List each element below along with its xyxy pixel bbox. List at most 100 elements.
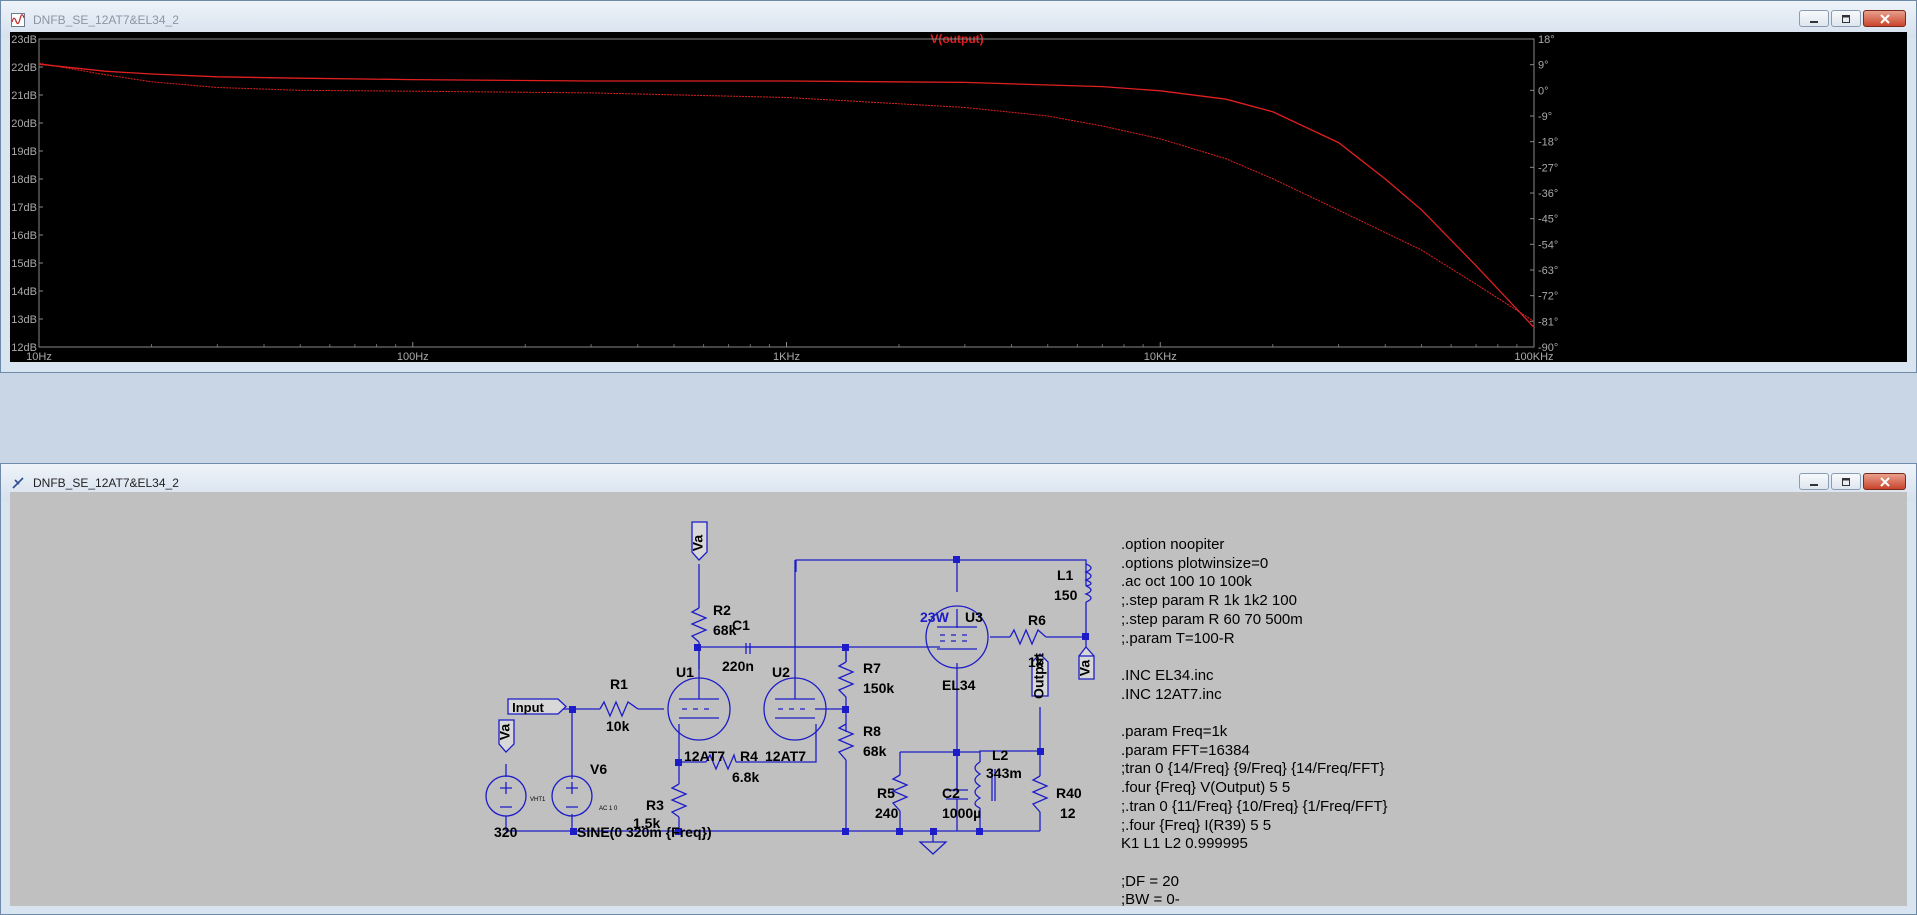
magnitude-tick: 15dB [11, 258, 37, 270]
c2-value[interactable]: 1000µ [942, 805, 981, 821]
va-left-flag[interactable] [498, 719, 515, 753]
directive-line[interactable] [1121, 854, 1388, 873]
r40-value[interactable]: 12 [1060, 805, 1076, 821]
v6-label[interactable]: V6 [590, 761, 607, 777]
directive-line[interactable]: .ac oct 100 10 100k [1121, 573, 1252, 591]
trace-group [38, 62, 1535, 328]
c2-label[interactable]: C2 [942, 785, 960, 801]
va-top-label[interactable]: Va [690, 535, 706, 552]
phase-axis: 18°9°0°-9°-18°-27°-36°-45°-54°-63°-72°-8… [1530, 34, 1558, 354]
r5-label[interactable]: R5 [877, 785, 895, 801]
magnitude-trace [38, 63, 1535, 328]
close-button[interactable] [1863, 473, 1906, 490]
directive-line[interactable]: ;BW = 0- [1121, 891, 1180, 909]
r40-label[interactable]: R40 [1056, 785, 1082, 801]
r8-label[interactable]: R8 [863, 723, 881, 739]
minimize-button[interactable] [1799, 10, 1829, 27]
r6-value[interactable]: 1k [1028, 654, 1044, 670]
r4-label[interactable]: R4 [740, 748, 758, 764]
directive-line[interactable]: .INC 12AT7.inc [1121, 685, 1222, 703]
va-top-flag[interactable] [691, 521, 708, 561]
directive-line[interactable] [1121, 704, 1388, 723]
directive-line[interactable]: K1 L1 L2 0.999995 [1121, 835, 1248, 853]
r8-value[interactable]: 68k [863, 743, 887, 759]
l1-label[interactable]: L1 [1057, 567, 1074, 583]
plot-window-title: DNFB_SE_12AT7&EL34_2 [33, 12, 179, 27]
phase-trace [38, 62, 1535, 322]
r5-value[interactable]: 240 [875, 805, 899, 821]
minimize-button[interactable] [1799, 473, 1829, 490]
u1-type[interactable]: 12AT7 [684, 748, 725, 764]
directive-line[interactable]: .param FFT=16384 [1121, 741, 1250, 759]
directive-line[interactable]: ;DF = 20 [1121, 872, 1179, 890]
r6-label[interactable]: R6 [1028, 612, 1046, 628]
u1-label[interactable]: U1 [676, 664, 694, 680]
directive-line[interactable]: .option noopiter [1121, 536, 1225, 553]
r1-value[interactable]: 10k [606, 718, 630, 734]
schematic-window-title: DNFB_SE_12AT7&EL34_2 [33, 475, 179, 490]
schematic-canvas[interactable]: Va R2 68k C1 220n U1 12AT7 U2 12AT7 R4 6… [10, 492, 1907, 908]
directive-line[interactable]: ;.step param R 1k 1k2 100 [1121, 592, 1297, 610]
c1-value[interactable]: 220n [722, 658, 754, 674]
vht1-tag[interactable]: VHT1 [530, 797, 546, 803]
c1-label[interactable]: C1 [732, 617, 750, 633]
close-icon [1879, 476, 1890, 487]
vsource-value[interactable]: 320 [494, 824, 518, 840]
l2-value[interactable]: 343m [986, 765, 1022, 781]
schematic-window[interactable]: DNFB_SE_12AT7&EL34_2 [0, 463, 1917, 915]
restore-button[interactable] [1831, 473, 1861, 490]
output-label[interactable]: Output [1031, 653, 1047, 699]
phase-tick: -54° [1538, 239, 1558, 251]
restore-icon [1842, 14, 1850, 23]
wires [505, 559, 1087, 842]
close-icon [1879, 13, 1890, 24]
r4-value[interactable]: 6.8k [732, 769, 759, 785]
directive-line[interactable]: ;.param T=100-R [1121, 629, 1235, 647]
va-right-flag[interactable] [1078, 645, 1095, 680]
bode-plot[interactable]: V(output) 23dB22dB21dB20dB19dB18dB17dB16… [10, 32, 1907, 364]
plot-frame [38, 38, 1535, 348]
u3-type[interactable]: EL34 [942, 677, 976, 693]
plot-window-titlebar[interactable]: DNFB_SE_12AT7&EL34_2 [1, 1, 1916, 38]
phase-tick: -90° [1538, 342, 1558, 354]
component-labels: Va R2 68k C1 220n U1 12AT7 U2 12AT7 R4 6… [494, 535, 1093, 840]
l1-value[interactable]: 150 [1054, 587, 1078, 603]
directive-line[interactable]: .four {Freq} V(Output) 5 5 [1121, 779, 1291, 797]
directive-line[interactable]: .INC EL34.inc [1121, 666, 1214, 684]
directive-line[interactable]: ;.tran 0 {11/Freq} {10/Freq} {1/Freq/FFT… [1121, 797, 1388, 815]
directive-line[interactable]: ;tran 0 {14/Freq} {9/Freq} {14/Freq/FFT} [1121, 760, 1385, 778]
directive-line[interactable]: ;.four {Freq} I(R39) 5 5 [1121, 816, 1272, 834]
magnitude-axis: 23dB22dB21dB20dB19dB18dB17dB16dB15dB14dB… [11, 34, 43, 354]
directive-line[interactable]: ;.step param R 60 70 500m [1121, 610, 1303, 628]
ac-spec[interactable]: AC 1 0 [599, 806, 618, 812]
va-left-label[interactable]: Va [497, 724, 513, 741]
output-flag[interactable] [1031, 653, 1049, 697]
r2-value[interactable]: 68k [713, 622, 737, 638]
input-label[interactable]: Input [512, 700, 544, 715]
r7-label[interactable]: R7 [863, 660, 881, 676]
sine-spec[interactable]: SINE(0 320m {Freq}) [577, 824, 712, 840]
l2-label[interactable]: L2 [992, 747, 1009, 763]
directive-line[interactable]: .param Freq=1k [1121, 723, 1228, 741]
directive-line[interactable] [1121, 648, 1388, 667]
u2-type[interactable]: 12AT7 [765, 748, 806, 764]
r3-label[interactable]: R3 [646, 797, 664, 813]
power-annotation[interactable]: 23W [920, 609, 950, 625]
input-flag[interactable] [507, 698, 567, 715]
r7-value[interactable]: 150k [863, 680, 894, 696]
directive-line[interactable]: .options plotwinsize=0 [1121, 554, 1269, 572]
close-button[interactable] [1863, 10, 1906, 27]
r3-value[interactable]: 1.5k [633, 815, 660, 831]
phase-tick: -9° [1538, 111, 1552, 123]
r1-label[interactable]: R1 [610, 676, 628, 692]
spice-directives[interactable]: .option noopiter.options plotwinsize=0.a… [1121, 536, 1388, 910]
schematic-drawing[interactable]: Va R2 68k C1 220n U1 12AT7 U2 12AT7 R4 6… [10, 492, 1907, 906]
u2-label[interactable]: U2 [772, 664, 790, 680]
u3-label[interactable]: U3 [965, 609, 983, 625]
va-right-label[interactable]: Va [1077, 660, 1093, 677]
restore-button[interactable] [1831, 10, 1861, 27]
r2-label[interactable]: R2 [713, 602, 731, 618]
